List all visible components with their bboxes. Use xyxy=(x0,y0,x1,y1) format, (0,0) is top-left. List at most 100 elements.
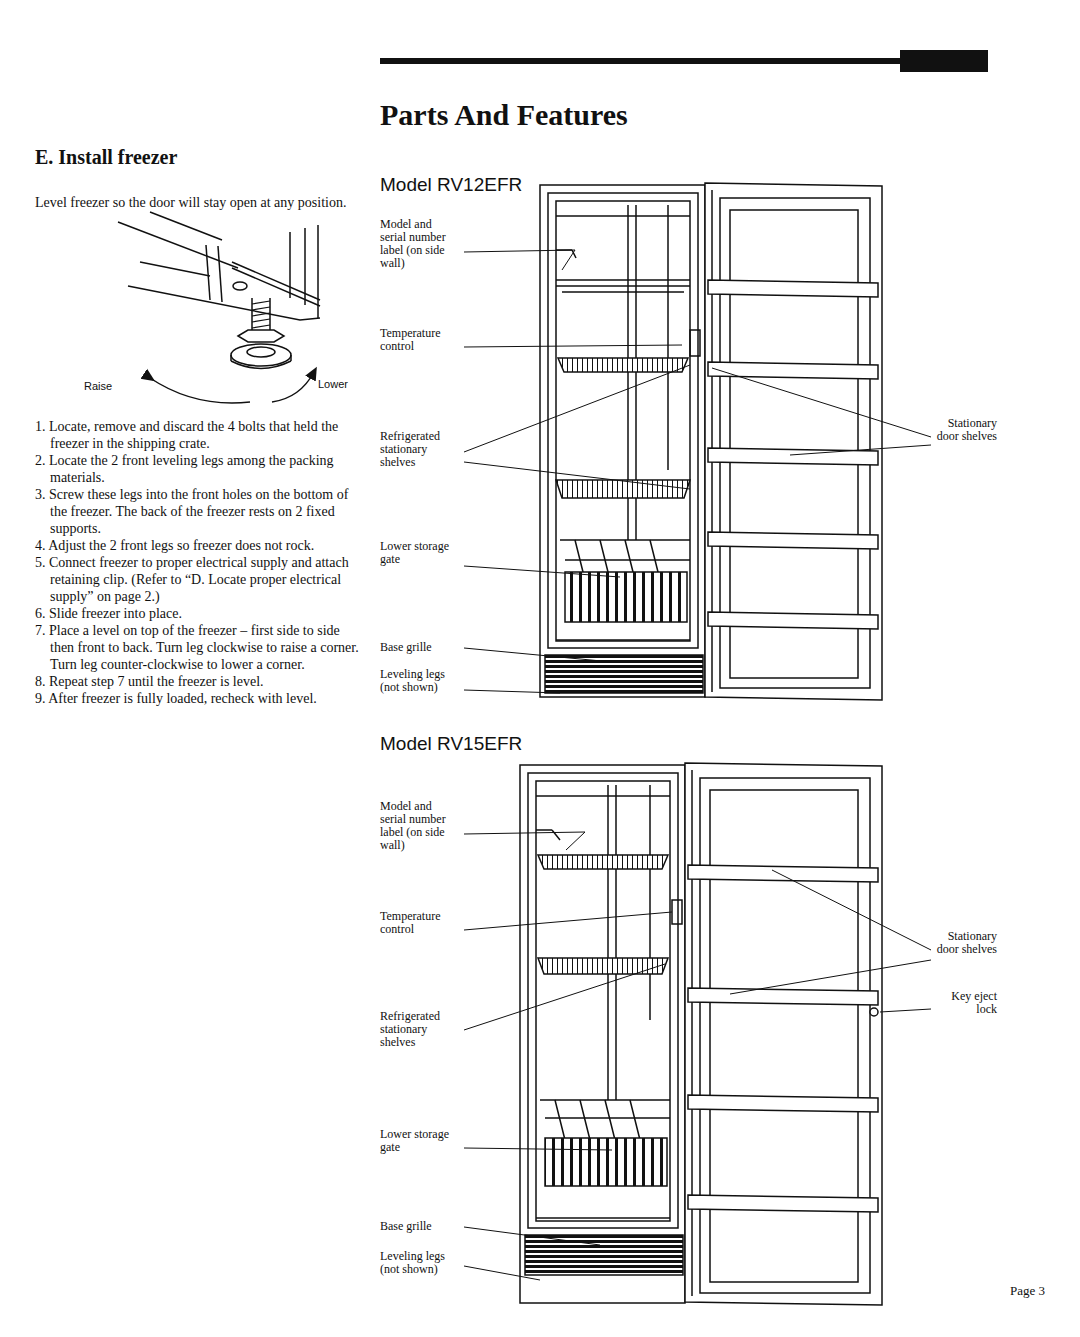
leveling-leg-illustration xyxy=(231,361,291,369)
freezer-illustration xyxy=(520,765,685,1303)
leveling-leg-illustration xyxy=(231,344,291,366)
part-label: Leveling legs (not shown) xyxy=(380,668,460,694)
freezer-illustration xyxy=(556,250,576,258)
freezer-illustration xyxy=(565,572,687,622)
leveling-leg-illustration xyxy=(272,372,314,402)
part-label: Lower storage gate xyxy=(380,540,460,566)
part-label: Temperature control xyxy=(380,910,460,936)
leader-line xyxy=(464,250,575,270)
leader-line xyxy=(464,1266,540,1280)
freezer-illustration xyxy=(688,1195,878,1212)
model-heading: Model RV15EFR xyxy=(380,733,522,755)
instruction-step: 4. Adjust the 2 front legs so freezer do… xyxy=(35,537,365,554)
leader-line xyxy=(464,365,690,452)
part-label: Model and serial number label (on side w… xyxy=(380,218,460,270)
freezer-illustration xyxy=(870,1008,878,1016)
leader-line xyxy=(464,912,672,930)
intro-text: Level freezer so the door will stay open… xyxy=(35,194,355,211)
instruction-step: 5. Connect freezer to proper electrical … xyxy=(35,554,365,605)
freezer-illustration xyxy=(548,193,698,648)
instruction-step: 2. Locate the 2 front leveling legs amon… xyxy=(35,452,365,486)
part-label: Key eject lock xyxy=(935,990,997,1016)
freezer-illustration xyxy=(520,763,882,1305)
freezer-illustration xyxy=(540,183,882,700)
part-label: Leveling legs (not shown) xyxy=(380,1250,460,1276)
instruction-step: 3. Screw these legs into the front holes… xyxy=(35,486,365,537)
freezer-illustration xyxy=(691,770,693,1296)
freezer-illustration xyxy=(528,773,678,1228)
freezer-illustration xyxy=(556,280,690,292)
header-rule xyxy=(380,50,988,72)
freezer-illustration xyxy=(608,785,650,1100)
freezer-illustration xyxy=(685,763,882,1305)
freezer-illustration xyxy=(708,362,878,379)
page-title: Parts And Features xyxy=(380,98,628,132)
freezer-illustration xyxy=(538,855,668,869)
freezer-illustration xyxy=(708,280,878,297)
instruction-step: 7. Place a level on top of the freezer –… xyxy=(35,622,365,673)
freezer-illustration xyxy=(705,183,882,700)
step-list: 1. Locate, remove and discard the 4 bolt… xyxy=(35,418,365,707)
leader-line xyxy=(464,832,585,850)
part-label: Model and serial number label (on side w… xyxy=(380,800,460,852)
freezer-illustration xyxy=(536,1217,670,1219)
freezer-illustration xyxy=(708,612,878,629)
freezer-illustration xyxy=(536,830,560,840)
leader-line xyxy=(464,345,682,347)
freezer-illustration xyxy=(688,988,878,1005)
section-heading: E. Install freezer xyxy=(35,145,177,169)
freezer-illustration xyxy=(700,778,870,1293)
part-label: Refrigerated stationary shelves xyxy=(380,430,460,469)
freezer-illustration xyxy=(556,201,690,641)
leveling-leg-illustration xyxy=(118,222,238,268)
leveling-leg-illustration xyxy=(252,301,270,334)
part-label: Base grille xyxy=(380,1220,460,1233)
leveling-leg-illustration xyxy=(247,347,275,357)
leader-line xyxy=(464,566,620,577)
page-number: Page 3 xyxy=(985,1283,1045,1299)
freezer-illustration xyxy=(556,480,690,498)
direction-label: Lower xyxy=(318,378,348,391)
leader-line xyxy=(464,648,612,662)
part-label: Temperature control xyxy=(380,327,460,353)
instruction-step: 1. Locate, remove and discard the 4 bolt… xyxy=(35,418,365,452)
part-label: Stationary door shelves xyxy=(935,417,997,443)
freezer-illustration xyxy=(545,655,703,693)
freezer-illustration xyxy=(545,1138,667,1186)
part-label: Refrigerated stationary shelves xyxy=(380,1010,460,1049)
leader-line xyxy=(730,960,931,994)
instruction-step: 6. Slide freezer into place. xyxy=(35,605,365,622)
leveling-leg-illustration xyxy=(231,355,291,361)
leveling-leg-illustration xyxy=(150,212,222,240)
freezer-illustration xyxy=(556,639,690,641)
leveling-leg-illustration xyxy=(232,262,320,300)
header-rule xyxy=(380,58,900,64)
leveling-leg-illustration xyxy=(150,378,250,403)
part-label: Lower storage gate xyxy=(380,1128,460,1154)
leveling-leg-illustration xyxy=(118,212,320,403)
leader-line xyxy=(464,690,560,693)
freezer-illustration xyxy=(688,1095,878,1112)
leveling-leg-illustration xyxy=(238,330,284,342)
leader-lines xyxy=(464,250,931,1280)
part-label: Base grille xyxy=(380,641,460,654)
leader-line xyxy=(464,462,690,489)
header-rule xyxy=(900,50,988,72)
leader-line xyxy=(880,1009,931,1012)
direction-label: Raise xyxy=(84,380,112,393)
freezer-illustration xyxy=(556,215,690,217)
model-heading: Model RV12EFR xyxy=(380,174,522,196)
leveling-leg-illustration xyxy=(206,245,210,300)
instruction-step: 8. Repeat step 7 until the freezer is le… xyxy=(35,673,365,690)
leveling-leg-illustration xyxy=(290,225,318,318)
part-label: Stationary door shelves xyxy=(935,930,997,956)
freezer-illustration xyxy=(525,1235,683,1275)
freezer-illustration xyxy=(690,330,700,356)
leveling-leg-illustration xyxy=(218,246,222,302)
leveling-leg-illustration xyxy=(233,282,247,290)
freezer-illustration xyxy=(688,865,878,882)
leader-line xyxy=(712,368,931,437)
freezer-illustration xyxy=(558,358,688,372)
freezer-illustration xyxy=(708,532,878,549)
